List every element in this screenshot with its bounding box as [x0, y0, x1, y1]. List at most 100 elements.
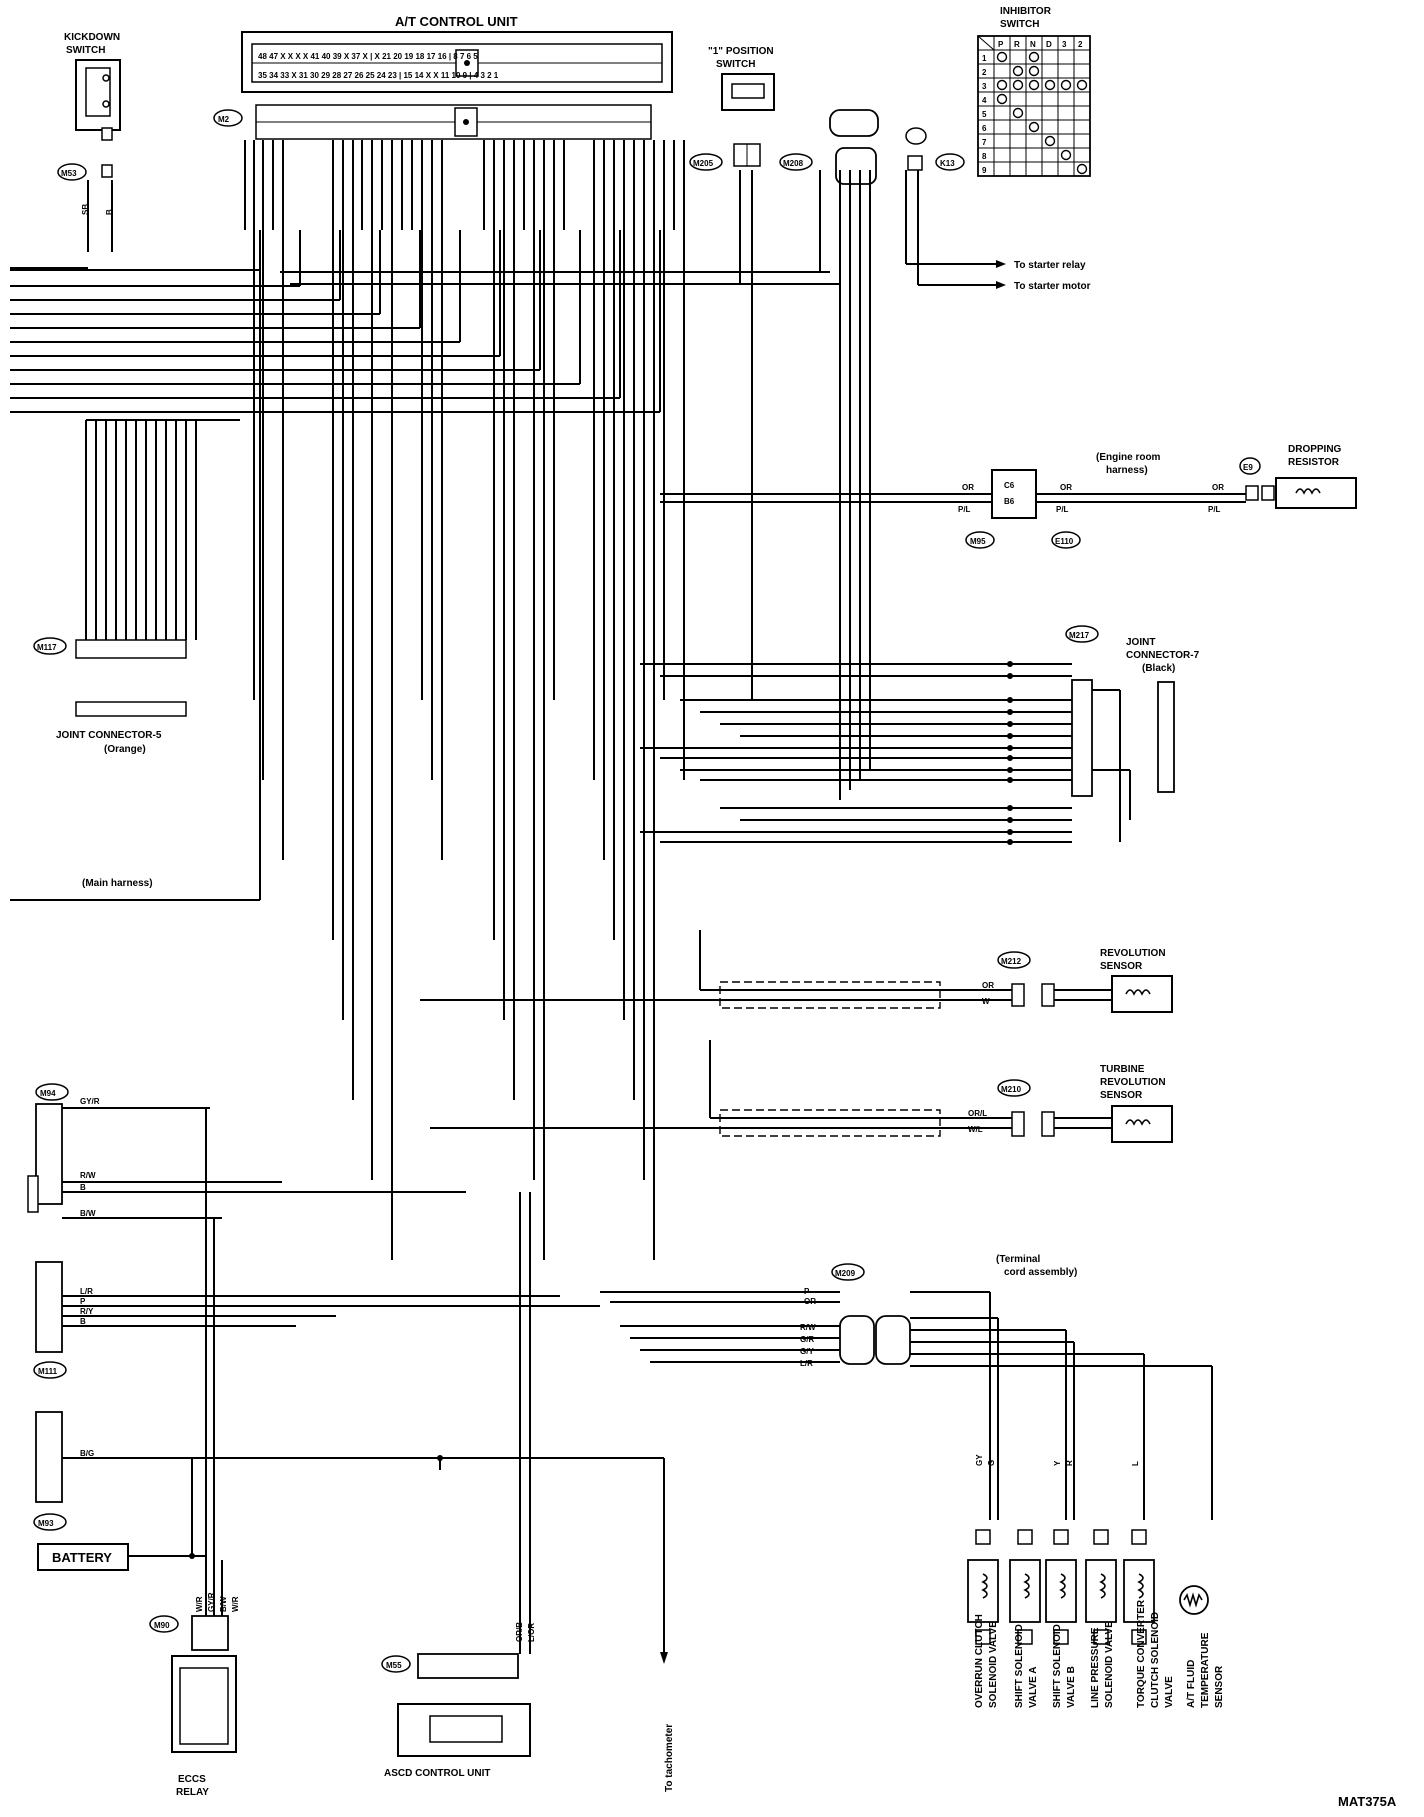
jc5-title-2: (Orange) [104, 744, 146, 755]
m90-wire-wr-1: W/R [195, 1596, 204, 1612]
torque-conv-1: TORQUE CONVERTER [1136, 1599, 1147, 1708]
m93-wire-bg: B/G [80, 1449, 94, 1458]
shift-sol-a-2: VALVE A [1028, 1667, 1039, 1708]
m90-wire-gyr: GY/R [207, 1592, 216, 1612]
m93-label: M93 [38, 1519, 54, 1528]
m94-label: M94 [40, 1089, 56, 1098]
solenoid-coil-icon [1059, 1573, 1066, 1599]
solenoid-plug [975, 1529, 991, 1545]
m209-wire-rw: R/W [800, 1323, 816, 1332]
position-switch-title-2: SWITCH [716, 59, 755, 70]
terminal-cord-note-1: (Terminal [996, 1254, 1040, 1265]
splice-dot [1007, 733, 1013, 739]
m208-connector: M208 [779, 109, 879, 185]
joint-connector-5: M117 JOINT CONNECTOR-5 (Orange) (Main ha… [33, 637, 187, 889]
inhibitor-header-N: N [1030, 40, 1036, 49]
eccs-relay: M90 ECCS RELAY W/R GY/R B/W W/R [149, 1108, 240, 1798]
revolution-title-1: REVOLUTION [1100, 948, 1166, 959]
inhibitor-header-P: P [998, 40, 1004, 49]
inhibitor-continuity-mark [1028, 65, 1040, 77]
inhibitor-continuity-mark [996, 79, 1008, 91]
solenoid-plug [1053, 1529, 1069, 1545]
m111-wire-lr: L/R [80, 1287, 93, 1296]
solenoid-valves: GY G Y R L OVERRUN CLUTCH SOLENOID VALVE… [967, 1454, 1225, 1708]
rev-wire-or: OR [982, 981, 994, 990]
eccs-title-2: RELAY [176, 1787, 209, 1798]
m209-wire-gy: G/Y [800, 1347, 814, 1356]
inhibitor-continuity-mark [1028, 51, 1040, 63]
turbine-title-1: TURBINE [1100, 1064, 1145, 1075]
m94-wire-gyr: GY/R [80, 1097, 100, 1106]
inhibitor-continuity-mark [1012, 79, 1024, 91]
to-starter-motor: To starter motor [1014, 281, 1091, 292]
sol-wire-l: L [1131, 1461, 1140, 1466]
kickdown-title-2: SWITCH [66, 45, 105, 56]
splice-dot [1007, 661, 1013, 667]
inhibitor-title-2: SWITCH [1000, 19, 1039, 30]
dropping-title-1: DROPPING [1288, 444, 1342, 455]
splice-dot [1007, 805, 1013, 811]
splice-dot [1007, 755, 1013, 761]
solenoid-body [1123, 1559, 1155, 1623]
solenoid-plug [1131, 1529, 1147, 1545]
rev-wire-w: W [982, 997, 990, 1006]
m111-wire-b: B [80, 1317, 86, 1326]
diagram-id: MAT375A [1338, 1794, 1397, 1809]
k13-connector: K13 [905, 127, 965, 171]
solenoid-body [1045, 1559, 1077, 1623]
dropping-title-2: RESISTOR [1288, 457, 1340, 468]
inhibitor-continuity-mark [1060, 79, 1072, 91]
solenoid-coil-icon [1099, 1573, 1106, 1599]
drop-wire-or-3: OR [1212, 483, 1224, 492]
m53-label: M53 [61, 169, 77, 178]
m90-wire-wr-2: W/R [231, 1596, 240, 1612]
battery-label: BATTERY [52, 1550, 112, 1565]
m111-connector: M111 L/R P R/Y B [33, 1261, 600, 1379]
ascd-label: ASCD CONTROL UNIT [384, 1768, 490, 1779]
splice-dot [1007, 767, 1013, 773]
m90-wire-bw: B/W [219, 1596, 228, 1612]
inhibitor-continuity-mark [1012, 107, 1024, 119]
m117-label: M117 [37, 643, 57, 652]
battery: BATTERY [37, 1543, 206, 1571]
solenoid-ground [1093, 1629, 1109, 1645]
svg-text:B6: B6 [1004, 497, 1015, 506]
inhibitor-header-2: 2 [1078, 40, 1083, 49]
solenoid-ground [1053, 1629, 1069, 1645]
inhibitor-row-2: 2 [982, 68, 987, 77]
m205-label: M205 [693, 159, 714, 168]
drop-wire-or-2: OR [1060, 483, 1072, 492]
joint-connector-7: M217 JOINT CONNECTOR-7 (Black) [1065, 625, 1200, 797]
overrun-clutch-2: SOLENOID VALVE [988, 1621, 999, 1708]
inhibitor-continuity-mark [996, 51, 1008, 63]
sol-wire-r: R [1065, 1460, 1074, 1466]
m2-label: M2 [218, 115, 230, 124]
main-harness-note: (Main harness) [82, 878, 153, 889]
m90-label: M90 [154, 1621, 170, 1630]
m94-wire-rw: R/W [80, 1171, 96, 1180]
terminal-cord-note-2: cord assembly) [1004, 1267, 1077, 1278]
splice-dot [1007, 697, 1013, 703]
drop-wire-or-1: OR [962, 483, 974, 492]
torque-conv-2: CLUTCH SOLENOID [1150, 1612, 1161, 1708]
to-starter-relay: To starter relay [1014, 260, 1086, 271]
inhibitor-continuity-mark [1076, 163, 1088, 175]
inhibitor-row-5: 5 [982, 110, 987, 119]
turbine-title-3: SENSOR [1100, 1090, 1143, 1101]
eccs-title-1: ECCS [178, 1774, 206, 1785]
inhibitor-row-1: 1 [982, 54, 987, 63]
position-switch-title-1: "1" POSITION [708, 46, 774, 57]
splice-dot [1007, 817, 1013, 823]
inhibitor-corner [977, 35, 995, 51]
solenoid-body [967, 1559, 999, 1623]
inhibitor-row-6: 6 [982, 124, 987, 133]
splice-dot [1007, 721, 1013, 727]
m111-label: M111 [38, 1367, 58, 1376]
e110-label: E110 [1055, 537, 1074, 546]
splice-dot [1007, 829, 1013, 835]
sol-wire-y: Y [1053, 1460, 1062, 1466]
solenoid-ground [975, 1629, 991, 1645]
splice-dot [1007, 709, 1013, 715]
